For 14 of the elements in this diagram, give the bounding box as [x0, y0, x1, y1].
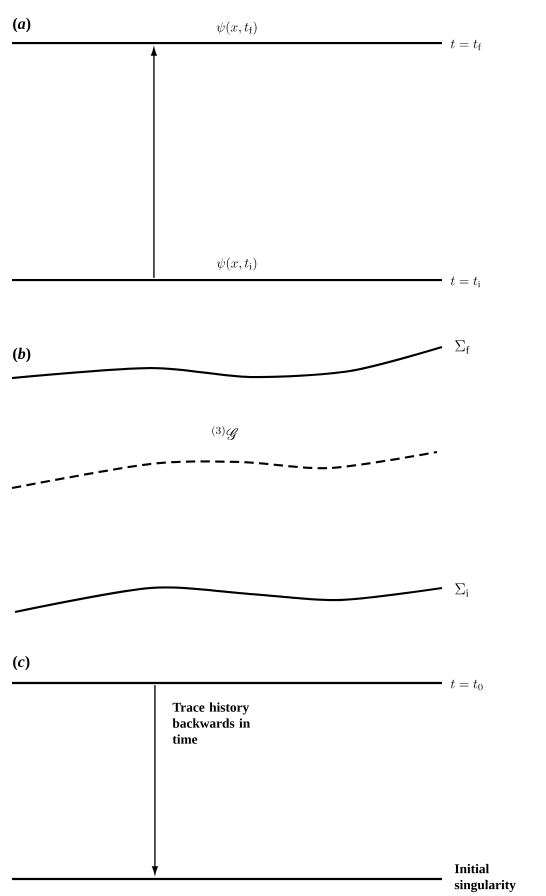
arrow [152, 685, 158, 874]
time-label: $t = t_{\mathrm{i}}$ [450, 276, 480, 288]
surface-label: ${}^{(3)}\mathscr{G}$ [212, 426, 238, 440]
time-label: $t = t_{0}$ [450, 680, 483, 690]
panel-label: (c) [13, 656, 30, 670]
panel-label: (b) [13, 348, 30, 362]
surface-label: $\Sigma_{\mathrm{i}}$ [455, 583, 468, 597]
wave-function-label: $\psi(x,t_{\mathrm{f}})$ [216, 21, 256, 35]
arrow [151, 48, 157, 278]
edge-label: Trace history backwards in time [172, 702, 250, 744]
time-label: $t = t_{\mathrm{f}}$ [450, 40, 481, 50]
wave-function-label: $\psi(x,t_{\mathrm{i}})$ [216, 257, 256, 271]
surface-label: $\Sigma_{\mathrm{f}}$ [455, 340, 470, 354]
line-label: Initial singularity [454, 864, 516, 892]
